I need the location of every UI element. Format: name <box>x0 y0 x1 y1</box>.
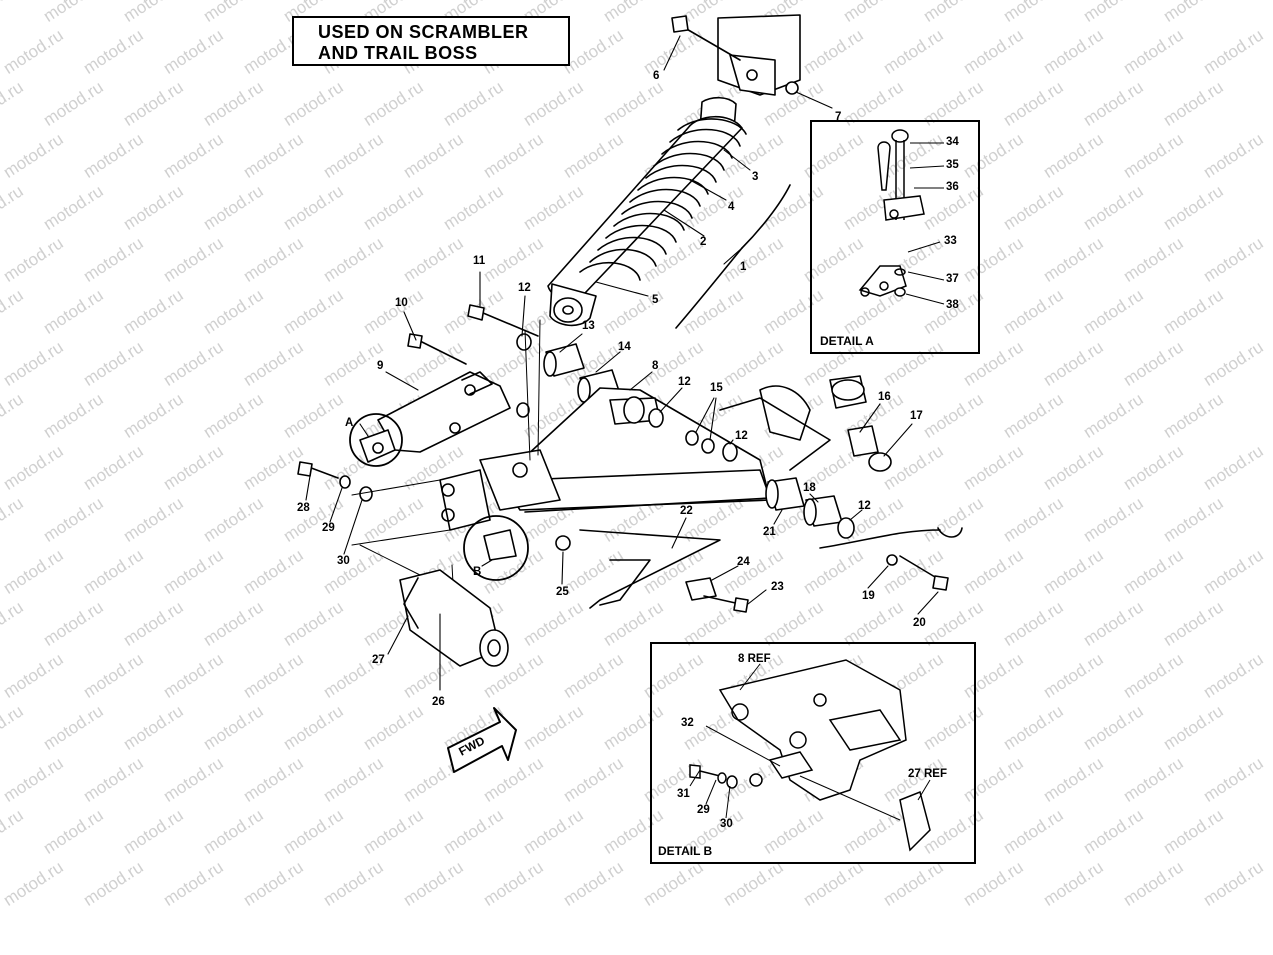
callout-12b: 12 <box>678 376 691 388</box>
callout-10: 10 <box>395 297 408 309</box>
title-line-1: USED ON SCRAMBLER <box>318 22 529 42</box>
detail-b-callout-30: 30 <box>720 818 733 830</box>
detail-b-callout-8-ref: 8 REF <box>738 653 771 665</box>
callout-2: 2 <box>700 236 707 248</box>
callout-26: 26 <box>432 696 445 708</box>
swing-arm <box>439 387 771 531</box>
right-frame-pieces <box>719 375 892 472</box>
detail-a-callout-33: 33 <box>944 235 957 247</box>
title-box: USED ON SCRAMBLER AND TRAIL BOSS <box>292 16 570 66</box>
callout-24: 24 <box>737 556 750 568</box>
callout-27: 27 <box>372 654 385 666</box>
detail-b-box: DETAIL B <box>650 642 976 864</box>
detail-b-title: DETAIL B <box>658 844 713 858</box>
detail-a-box: DETAIL A <box>810 120 980 354</box>
title-line-2: AND TRAIL BOSS <box>318 43 478 63</box>
upper-shock-mount <box>671 14 801 96</box>
callout-a: A <box>345 417 354 429</box>
upper-bracket <box>349 333 530 467</box>
callout-8: 8 <box>652 360 659 372</box>
callout-29: 29 <box>322 522 335 534</box>
detail-b-callout-31: 31 <box>677 788 690 800</box>
detail-a-art <box>858 129 945 305</box>
callout-12a: 12 <box>518 282 531 294</box>
callout-22: 22 <box>680 505 693 517</box>
callout-12d: 12 <box>858 500 871 512</box>
callout-20: 20 <box>913 617 926 629</box>
callout-4: 4 <box>728 201 735 213</box>
fwd-arrow <box>447 707 517 773</box>
callout-18: 18 <box>803 482 816 494</box>
callout-12c: 12 <box>735 430 748 442</box>
callout-30: 30 <box>337 555 350 567</box>
detail-a-callout-37: 37 <box>946 273 959 285</box>
callout-16: 16 <box>878 391 891 403</box>
drive-housing <box>399 569 509 667</box>
detail-b-callout-29: 29 <box>697 804 710 816</box>
callout-b: B <box>473 566 482 578</box>
callout-15: 15 <box>710 382 723 394</box>
callout-19: 19 <box>862 590 875 602</box>
callout-28: 28 <box>297 502 310 514</box>
callout-21: 21 <box>763 526 776 538</box>
callout-14: 14 <box>618 341 631 353</box>
callout-13: 13 <box>582 320 595 332</box>
shock-absorber <box>547 96 747 327</box>
pivot-bolt <box>467 304 539 351</box>
callout-7: 7 <box>835 111 842 123</box>
detail-a-callout-36: 36 <box>946 181 959 193</box>
callout-9: 9 <box>377 360 384 372</box>
callout-23: 23 <box>771 581 784 593</box>
detail-b-callout-27-ref: 27 REF <box>908 768 947 780</box>
callout-11: 11 <box>473 255 486 267</box>
detail-a-callout-34: 34 <box>946 136 959 148</box>
callout-17: 17 <box>910 410 923 422</box>
callout-3: 3 <box>752 171 759 183</box>
detail-b-art <box>689 659 931 852</box>
callout-1: 1 <box>740 261 747 273</box>
detail-a-callout-38: 38 <box>946 299 959 311</box>
detail-a-title: DETAIL A <box>820 334 874 348</box>
detail-b-callout-32: 32 <box>681 717 694 729</box>
detail-a-callout-35: 35 <box>946 159 959 171</box>
callout-5: 5 <box>652 294 659 306</box>
callout-6: 6 <box>653 70 660 82</box>
callout-25: 25 <box>556 586 569 598</box>
